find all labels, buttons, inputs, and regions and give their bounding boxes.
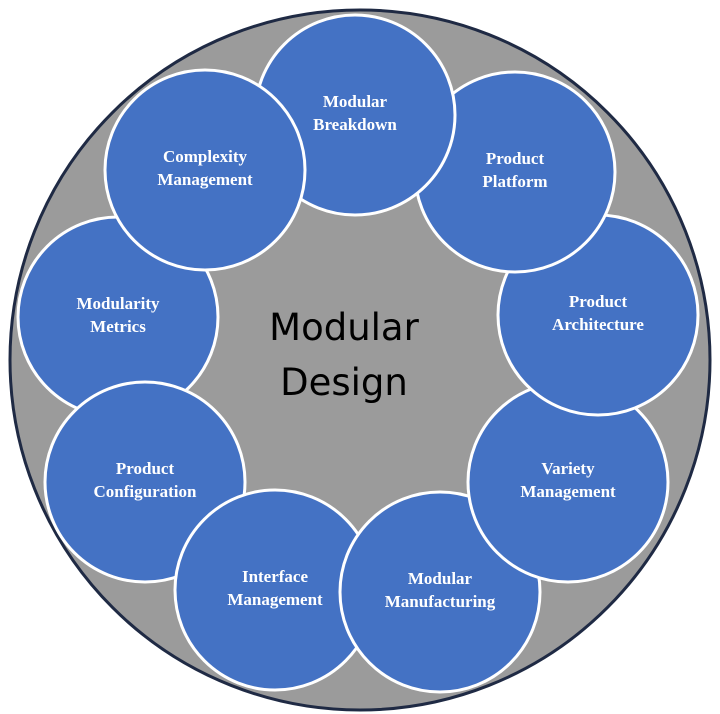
node-label-line: Management [520,482,616,501]
node-label-line: Metrics [90,317,146,336]
node-label-line: Complexity [163,147,248,166]
node-label-line: Architecture [552,315,644,334]
center-title-line-1: Modular [269,306,419,349]
node-label-line: Modularity [76,294,160,313]
node-label-line: Configuration [94,482,198,501]
node-label-line: Variety [541,459,595,478]
node-label-line: Platform [482,172,547,191]
node-label-line: Manufacturing [385,592,496,611]
node-circle [103,68,307,272]
node-label-line: Product [486,149,545,168]
center-title-line-2: Design [280,361,408,404]
node-label-line: Interface [242,567,309,586]
node-label-line: Management [227,590,323,609]
node-label-line: Management [157,170,253,189]
node-label-line: Modular [323,92,388,111]
node-label-line: Product [569,292,628,311]
node-label-line: Breakdown [313,115,397,134]
node-label-line: Modular [408,569,473,588]
node-label-line: Product [116,459,175,478]
